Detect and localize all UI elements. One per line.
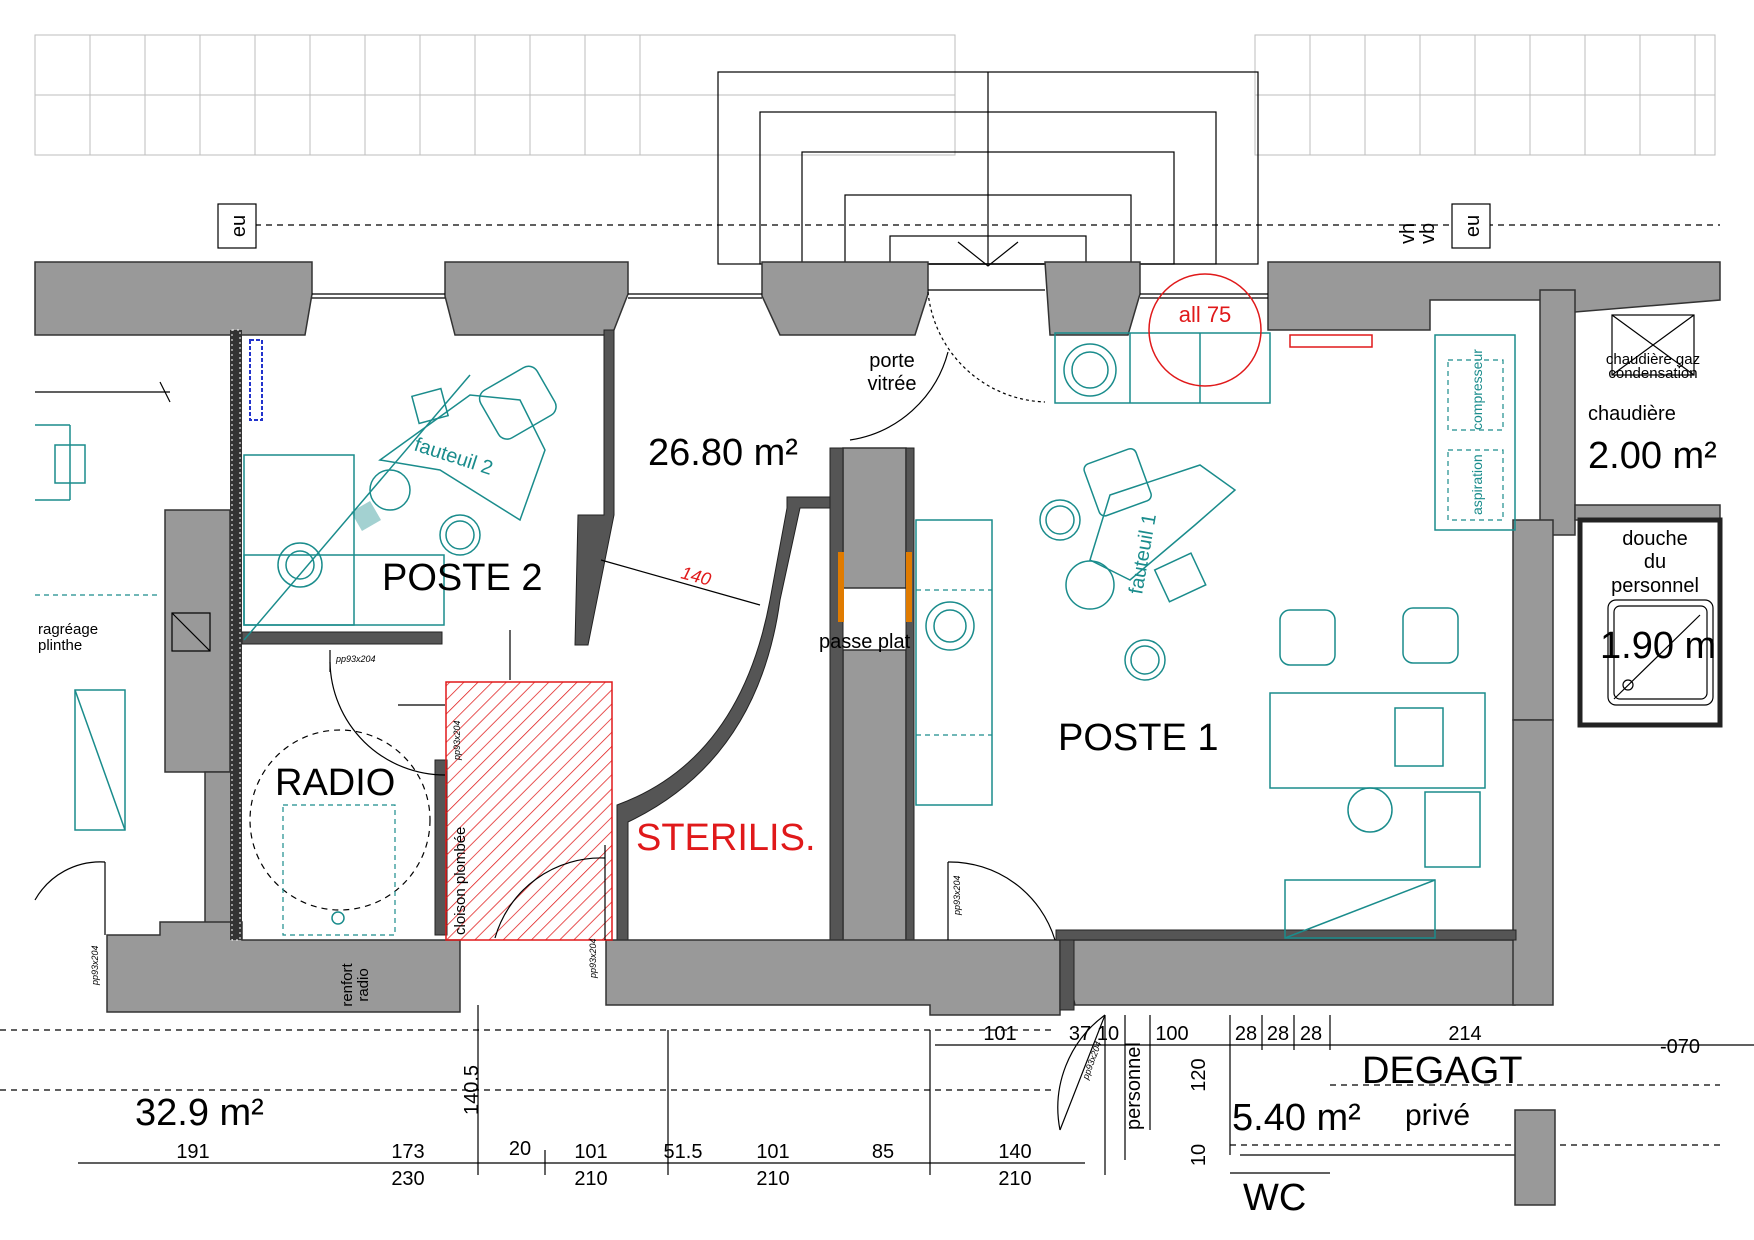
boiler-area bbox=[1611, 314, 1695, 376]
poste2-label: POSTE 2 bbox=[382, 557, 543, 599]
all75-label: all 75 bbox=[1179, 302, 1232, 327]
vb-label: vb bbox=[1417, 223, 1439, 244]
bottom-left-area-label: 32.9 m² bbox=[135, 1092, 264, 1134]
fauteuil-1-label: fauteuil 1 bbox=[1125, 512, 1161, 596]
eu-tag-left: eu bbox=[228, 215, 250, 237]
renfort-radio-label-1: renfort bbox=[339, 962, 356, 1006]
radio-equipment bbox=[249, 729, 431, 936]
ragreage-label: ragréage bbox=[38, 621, 98, 638]
dim-r-28c: 28 bbox=[1300, 1023, 1322, 1045]
door-tag: pp93x204 bbox=[452, 720, 462, 761]
dim-r-37: 37 bbox=[1069, 1023, 1091, 1045]
dim-r-214: 214 bbox=[1448, 1023, 1481, 1045]
dim-r-28b: 28 bbox=[1267, 1023, 1289, 1045]
vh-label: vh bbox=[1397, 223, 1419, 244]
poste1-label: POSTE 1 bbox=[1058, 717, 1219, 759]
dim-r-28a: 28 bbox=[1235, 1023, 1257, 1045]
lead-shielding-zone bbox=[445, 681, 613, 941]
all75-circle bbox=[1148, 273, 1262, 387]
poste2-furniture bbox=[243, 365, 557, 641]
interior-walls bbox=[106, 329, 1723, 1016]
degagt-label: DEGAGT bbox=[1362, 1050, 1522, 1092]
main-area-label: 26.80 m² bbox=[648, 432, 798, 474]
exterior-paving-grid bbox=[34, 34, 1716, 156]
shower-tray bbox=[1607, 599, 1714, 706]
dim-210b: 210 bbox=[756, 1168, 789, 1190]
eu-pipe-line bbox=[217, 203, 1720, 249]
dim-210a: 210 bbox=[574, 1168, 607, 1190]
wc-label: WC bbox=[1243, 1177, 1306, 1219]
dim-10-vertical: 10 bbox=[1188, 1144, 1210, 1166]
dim-140: 140 bbox=[998, 1141, 1031, 1163]
dim-101a: 101 bbox=[574, 1141, 607, 1163]
level-label: -070 bbox=[1660, 1036, 1700, 1058]
entrance-steps bbox=[717, 71, 1259, 267]
plinthe-label: plinthe bbox=[38, 637, 82, 654]
dim-140-5: 140.5 bbox=[461, 1065, 483, 1115]
aspiration-label: aspiration bbox=[1469, 454, 1485, 515]
prive-label: privé bbox=[1405, 1099, 1470, 1132]
chaudiere-label: chaudière bbox=[1588, 403, 1676, 425]
douche-area-label: 1.90 m bbox=[1600, 625, 1716, 667]
dim-51-5: 51.5 bbox=[664, 1141, 703, 1163]
dim-r-100: 100 bbox=[1155, 1023, 1188, 1045]
door-tag: pp93x204 bbox=[90, 945, 100, 986]
porte-vitree-label-1: porte bbox=[869, 350, 915, 372]
facade-wall bbox=[34, 261, 1721, 536]
sterilis-label: STERILIS. bbox=[636, 817, 816, 859]
eu-tag-right: eu bbox=[1462, 215, 1484, 237]
fauteuil-2-label: fauteuil 2 bbox=[411, 434, 495, 480]
dimension-140-red: 140 bbox=[679, 563, 713, 590]
dim-101b: 101 bbox=[756, 1141, 789, 1163]
dim-r-10: 10 bbox=[1097, 1023, 1119, 1045]
radio-door[interactable] bbox=[329, 630, 606, 940]
radiator bbox=[1289, 334, 1373, 348]
dim-r-101: 101 bbox=[983, 1023, 1016, 1045]
douche-label-1: douche bbox=[1622, 528, 1688, 550]
door-tag: pp93x204 bbox=[1080, 1040, 1103, 1082]
douche-label-3: personnel bbox=[1611, 575, 1699, 597]
dim-85: 85 bbox=[872, 1141, 894, 1163]
dim-210c: 210 bbox=[998, 1168, 1031, 1190]
dim-20: 20 bbox=[509, 1138, 531, 1160]
door-tag: pp93x204 bbox=[335, 654, 376, 664]
chaudiere-area-label: 2.00 m² bbox=[1588, 435, 1717, 477]
renfort-radio-label-2: radio bbox=[355, 968, 372, 1001]
personnel-label: personnel bbox=[1123, 1042, 1145, 1130]
poste1-furniture bbox=[915, 332, 1516, 939]
chaudiere-gaz-label-1: chaudière gaz bbox=[1606, 351, 1700, 368]
dim-120: 120 bbox=[1188, 1058, 1210, 1091]
door-tag: pp93x204 bbox=[588, 938, 598, 979]
passe-plat-label: passe plat bbox=[819, 631, 911, 653]
radio-label: RADIO bbox=[275, 762, 395, 804]
glass-door[interactable] bbox=[849, 289, 1046, 441]
cloison-plombee-label: cloison plombée bbox=[452, 827, 469, 935]
dimension-140-line bbox=[600, 559, 761, 606]
left-misc bbox=[35, 381, 211, 831]
bottom-doors[interactable] bbox=[34, 861, 1106, 1131]
chaudiere-gaz-label-2: condensation bbox=[1608, 365, 1697, 382]
dim-173: 173 bbox=[391, 1141, 424, 1163]
dim-230: 230 bbox=[391, 1168, 424, 1190]
compresseur-label: compresseur bbox=[1469, 349, 1485, 430]
porte-vitree-label-2: vitrée bbox=[868, 373, 917, 395]
door-tag: pp93x204 bbox=[952, 875, 962, 916]
douche-label-2: du bbox=[1644, 551, 1666, 573]
bottom-dimension-lines bbox=[0, 1005, 1754, 1206]
insulation-strip bbox=[230, 329, 263, 941]
degagt-area-label: 5.40 m² bbox=[1232, 1097, 1361, 1139]
dim-191: 191 bbox=[176, 1141, 209, 1163]
